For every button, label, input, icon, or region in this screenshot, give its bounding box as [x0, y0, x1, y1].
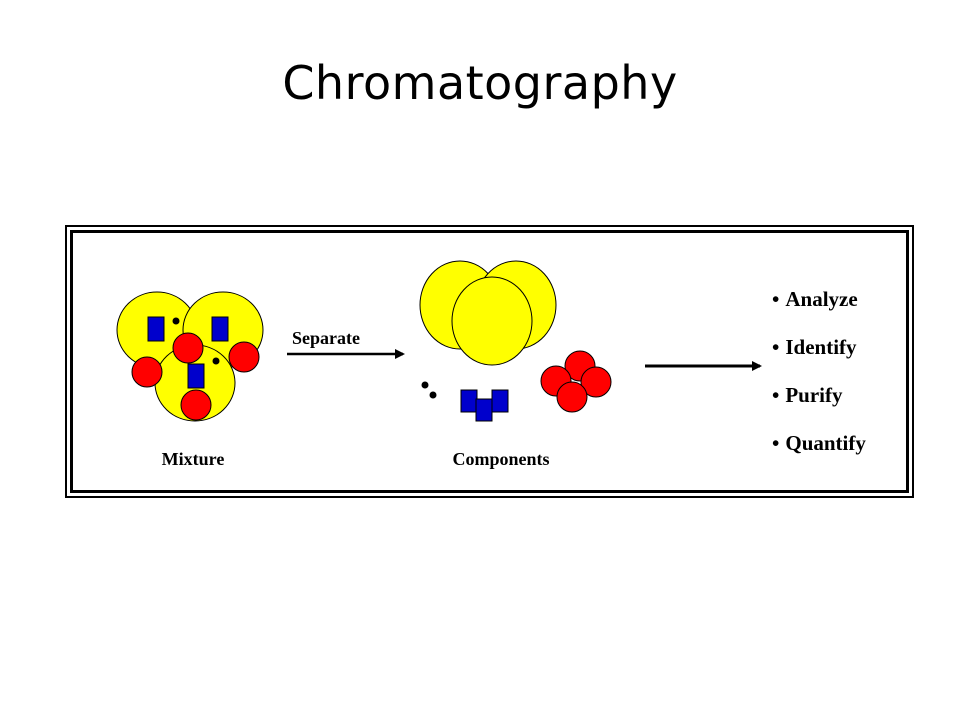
- diagram-frame-inner: [70, 230, 909, 493]
- mixture-blue-block: [187, 363, 205, 389]
- mixture-dot: [172, 317, 180, 325]
- diagram-frame-outer: [65, 225, 914, 498]
- mixture-blue-block: [211, 316, 229, 342]
- component-yellow-circle: [451, 276, 533, 366]
- component-red-circle: [556, 381, 588, 413]
- mixture-illustration: [116, 291, 264, 422]
- slide-title: Chromatography: [282, 56, 678, 110]
- mixture-red-circle: [228, 341, 260, 373]
- mixture-red-circle: [180, 389, 212, 421]
- component-blue-block: [475, 398, 493, 422]
- mixture-red-circle: [131, 356, 163, 388]
- outcome-item-quantify: Quantify: [772, 426, 866, 474]
- mixture-dot: [212, 357, 220, 365]
- outcome-item-purify: Purify: [772, 378, 866, 426]
- component-red-circle: [580, 366, 612, 398]
- components-label: Components: [452, 449, 549, 469]
- outcome-item-identify: Identify: [772, 330, 866, 378]
- separate-label: Separate: [292, 328, 360, 348]
- component-dot: [429, 391, 437, 399]
- outcomes-list: Analyze Identify Purify Quantify: [772, 282, 866, 474]
- component-blue-block: [460, 389, 478, 413]
- mixture-red-circle: [172, 332, 204, 364]
- outcome-item-analyze: Analyze: [772, 282, 866, 330]
- component-blue-block: [491, 389, 509, 413]
- component-dot: [421, 381, 429, 389]
- mixture-blue-block: [147, 316, 165, 342]
- components-illustration: [419, 260, 612, 422]
- mixture-label: Mixture: [162, 449, 225, 469]
